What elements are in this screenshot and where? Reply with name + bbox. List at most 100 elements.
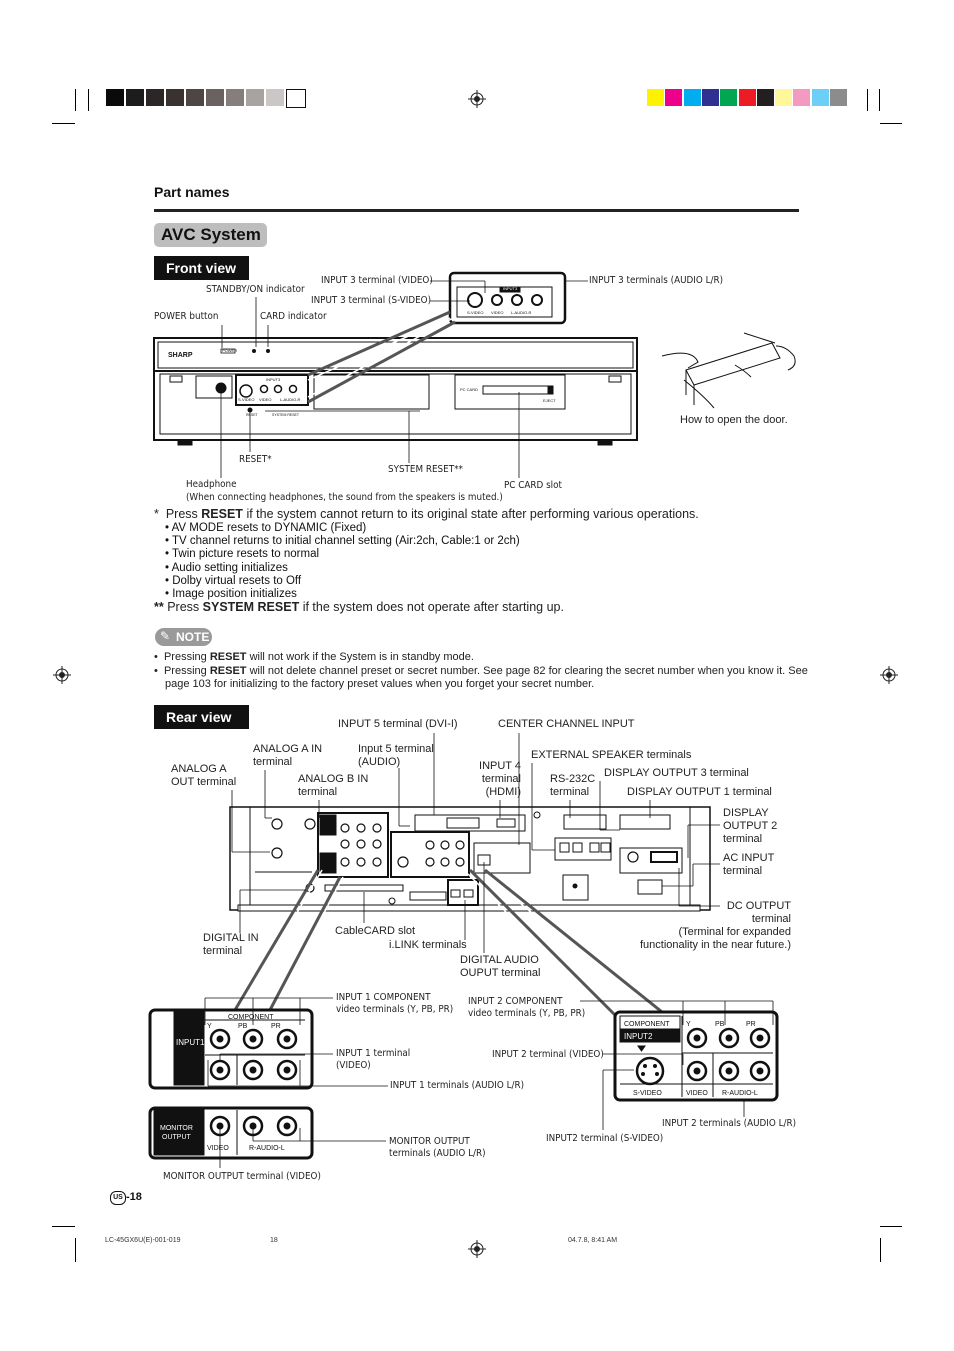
crop-mark bbox=[52, 1226, 75, 1227]
color-swatch bbox=[166, 89, 184, 106]
svg-text:VIDEO: VIDEO bbox=[259, 397, 271, 402]
label-system-reset: SYSTEM RESET** bbox=[388, 464, 463, 475]
color-swatch bbox=[720, 89, 738, 106]
svg-text:L-AUDIO-R: L-AUDIO-R bbox=[511, 310, 532, 315]
label-pc-card-slot: PC CARD slot bbox=[504, 480, 562, 491]
color-swatch bbox=[226, 89, 244, 106]
label-monitor-video: MONITOR OUTPUT terminal (VIDEO) bbox=[163, 1171, 321, 1182]
color-swatch bbox=[756, 89, 774, 106]
label-input5-audio: Input 5 terminal(AUDIO) bbox=[358, 743, 434, 768]
reset-note: * Press RESET if the system cannot retur… bbox=[154, 507, 699, 521]
footer-date: 04.7.8, 8:41 AM bbox=[568, 1237, 618, 1244]
crop-mark bbox=[879, 89, 880, 111]
label-headphone-note: (When connecting headphones, the sound f… bbox=[186, 492, 503, 503]
svg-text:COMPONENT: COMPONENT bbox=[228, 1014, 274, 1021]
reset-item: • Dolby virtual resets to Off bbox=[165, 574, 302, 587]
svg-text:S-VIDEO: S-VIDEO bbox=[238, 397, 254, 402]
svg-text:INPUT3: INPUT3 bbox=[266, 377, 281, 382]
svg-text:PB: PB bbox=[238, 1023, 248, 1030]
svg-text:POWER: POWER bbox=[222, 348, 237, 353]
svg-text:L-AUDIO-R: L-AUDIO-R bbox=[280, 397, 301, 402]
section-title: Part names bbox=[154, 184, 230, 200]
svg-text:Y: Y bbox=[686, 1021, 691, 1028]
svg-text:INPUT3: INPUT3 bbox=[503, 286, 518, 291]
svg-text:PC CARD: PC CARD bbox=[460, 387, 478, 392]
label-input2-audio: INPUT 2 terminals (AUDIO L/R) bbox=[662, 1118, 797, 1129]
crop-mark bbox=[88, 89, 89, 111]
svg-text:INPUT2: INPUT2 bbox=[624, 1032, 653, 1041]
rear-view-tab: Rear view bbox=[154, 705, 249, 729]
crop-mark bbox=[75, 89, 76, 111]
label-display-output-1: DISPLAY OUTPUT 1 terminal bbox=[627, 786, 772, 798]
svg-text:R-AUDIO-L: R-AUDIO-L bbox=[722, 1090, 758, 1097]
label-external-speaker: EXTERNAL SPEAKER terminals bbox=[531, 749, 692, 761]
svg-text:VIDEO: VIDEO bbox=[207, 1145, 229, 1152]
reset-item: • Image position initializes bbox=[165, 588, 297, 600]
svg-text:S-VIDEO: S-VIDEO bbox=[467, 310, 483, 315]
label-input1-audio: INPUT 1 terminals (AUDIO L/R) bbox=[390, 1080, 525, 1091]
color-swatch bbox=[830, 89, 847, 106]
color-swatch bbox=[701, 89, 719, 106]
crop-mark bbox=[880, 1226, 902, 1227]
page-title: AVC System bbox=[154, 223, 267, 247]
svg-text:PB: PB bbox=[715, 1021, 725, 1028]
pencil-icon: ✎ bbox=[160, 629, 171, 643]
svg-text:MONITOR: MONITOR bbox=[160, 1125, 193, 1132]
svg-text:SHARP: SHARP bbox=[168, 352, 193, 359]
label-input2-video: INPUT 2 terminal (VIDEO) bbox=[492, 1049, 604, 1060]
svg-text:PR: PR bbox=[746, 1021, 756, 1028]
label-display-output-3: DISPLAY OUTPUT 3 terminal bbox=[604, 767, 749, 779]
color-swatch bbox=[126, 89, 144, 106]
front-view-tab: Front view bbox=[154, 256, 249, 280]
svg-text:EJECT: EJECT bbox=[543, 398, 556, 403]
color-swatch bbox=[647, 89, 664, 106]
svg-text:SYSTEM RESET: SYSTEM RESET bbox=[272, 413, 300, 417]
crop-mark bbox=[75, 1238, 76, 1262]
crop-mark bbox=[880, 1238, 881, 1262]
label-input3-svideo: INPUT 3 terminal (S-VIDEO) bbox=[311, 295, 432, 306]
label-input3-video: INPUT 3 terminal (VIDEO) bbox=[321, 275, 433, 286]
color-swatch bbox=[186, 89, 204, 106]
label-center-channel: CENTER CHANNEL INPUT bbox=[498, 718, 635, 730]
label-ilink: i.LINK terminals bbox=[389, 939, 467, 951]
us-badge: US bbox=[110, 1191, 126, 1205]
svg-text:VIDEO: VIDEO bbox=[686, 1090, 708, 1097]
color-swatch bbox=[811, 89, 829, 106]
footer-num: 18 bbox=[270, 1237, 278, 1244]
label-cablecard-slot: CableCARD slot bbox=[335, 925, 416, 937]
color-swatch bbox=[793, 89, 811, 106]
svg-text:VIDEO: VIDEO bbox=[491, 310, 503, 315]
svg-text:PR: PR bbox=[271, 1023, 281, 1030]
footer-file: LC-45GX6U(E)-001-019 bbox=[105, 1237, 181, 1244]
reset-item: • AV MODE resets to DYNAMIC (Fixed) bbox=[165, 522, 367, 534]
color-swatch bbox=[738, 89, 756, 106]
crop-mark bbox=[52, 123, 75, 124]
label-reset: RESET* bbox=[239, 454, 272, 465]
label-input2-svideo: INPUT2 terminal (S-VIDEO) bbox=[546, 1133, 664, 1144]
color-swatch bbox=[266, 89, 284, 106]
system-reset-note: ** Press SYSTEM RESET if the system does… bbox=[154, 600, 564, 614]
reset-item: • Audio setting initializes bbox=[165, 561, 288, 574]
color-swatch bbox=[775, 89, 793, 106]
color-swatch bbox=[286, 89, 306, 108]
color-swatch bbox=[146, 89, 164, 106]
reset-item: • Twin picture resets to normal bbox=[165, 548, 320, 561]
crop-mark bbox=[880, 123, 902, 124]
label-input1-video: INPUT 1 terminal(VIDEO) bbox=[336, 1048, 411, 1071]
label-headphone: Headphone bbox=[186, 479, 237, 490]
section-divider bbox=[154, 209, 799, 212]
